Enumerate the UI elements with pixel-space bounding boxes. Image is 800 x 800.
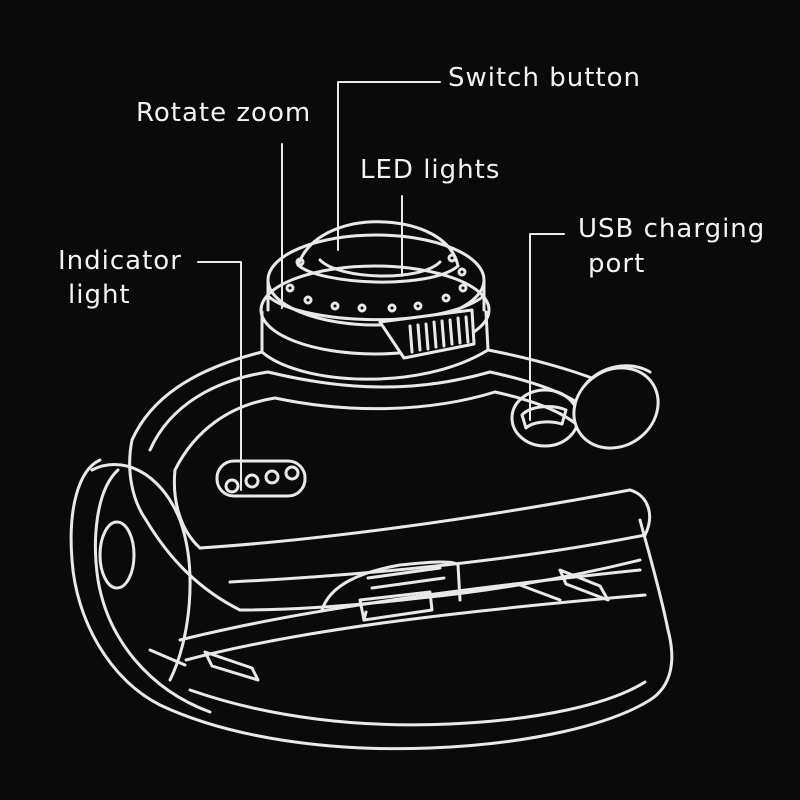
label-led-lights: LED lights	[360, 155, 501, 185]
leader-usb-port	[529, 233, 565, 421]
indicator-light-dots	[215, 459, 307, 498]
label-usb-line1: USB charging	[578, 214, 766, 244]
leader-switch-button	[337, 81, 441, 251]
led-dome	[296, 220, 460, 284]
label-usb-line2: port	[588, 249, 646, 279]
usb-rubber-cap	[572, 364, 660, 450]
bottom-clip	[320, 560, 462, 622]
lamp-head	[259, 233, 491, 381]
strap-slots	[148, 568, 610, 682]
label-rotate-zoom: Rotate zoom	[136, 98, 312, 128]
label-indicator-line2: light	[68, 280, 131, 310]
housing-body	[128, 348, 651, 612]
leader-lines	[197, 81, 565, 491]
switch-button-slider	[378, 308, 476, 360]
label-indicator-line1: Indicator	[58, 246, 182, 276]
label-switch-button: Switch button	[448, 63, 641, 93]
leader-indicator-light	[197, 261, 242, 491]
